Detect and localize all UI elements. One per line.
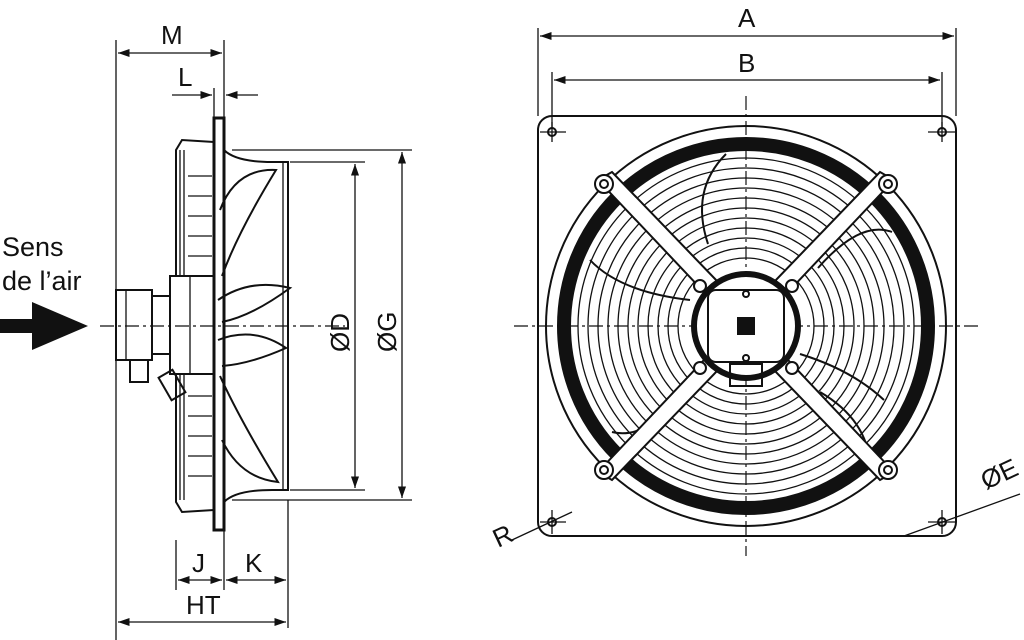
dim-label-e: ØE (976, 452, 1023, 495)
side-view: M L (100, 20, 412, 640)
dim-label-ht: HT (186, 590, 221, 620)
dim-label-l: L (178, 62, 192, 92)
dim-label-g: ØG (372, 312, 402, 352)
dim-label-k: K (245, 548, 263, 578)
dim-label-j: J (192, 548, 205, 578)
airflow-label-line1: Sens (2, 232, 64, 262)
dim-label-d: ØD (325, 313, 355, 352)
dim-label-b: B (738, 48, 755, 78)
dim-label-m: M (161, 20, 183, 50)
front-view: A B R ØE (488, 3, 1023, 556)
dim-label-a: A (738, 3, 756, 33)
airflow-annotation: Sens de l’air (0, 232, 88, 350)
arrow-right-icon (0, 302, 88, 350)
dim-label-r: R (488, 518, 518, 553)
airflow-label-line2: de l’air (2, 266, 82, 296)
